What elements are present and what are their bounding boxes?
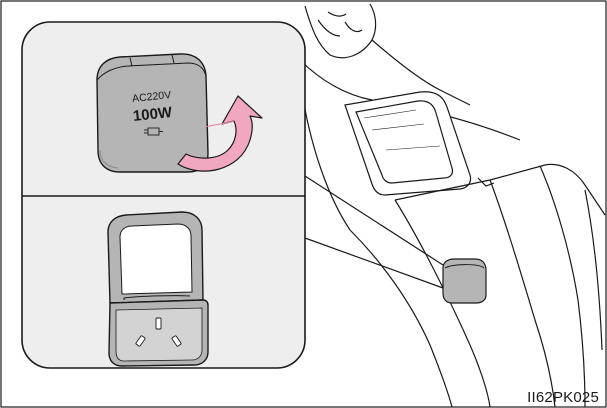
console-outlet [443, 259, 486, 303]
outlet-cover-closed: AC220V 100W [97, 54, 208, 172]
open-lid-inner [120, 224, 192, 294]
socket-hole-top [156, 318, 161, 329]
image-code: II62PK025 [527, 389, 599, 406]
outlet-opened [108, 212, 208, 366]
outlet-face [116, 308, 202, 361]
